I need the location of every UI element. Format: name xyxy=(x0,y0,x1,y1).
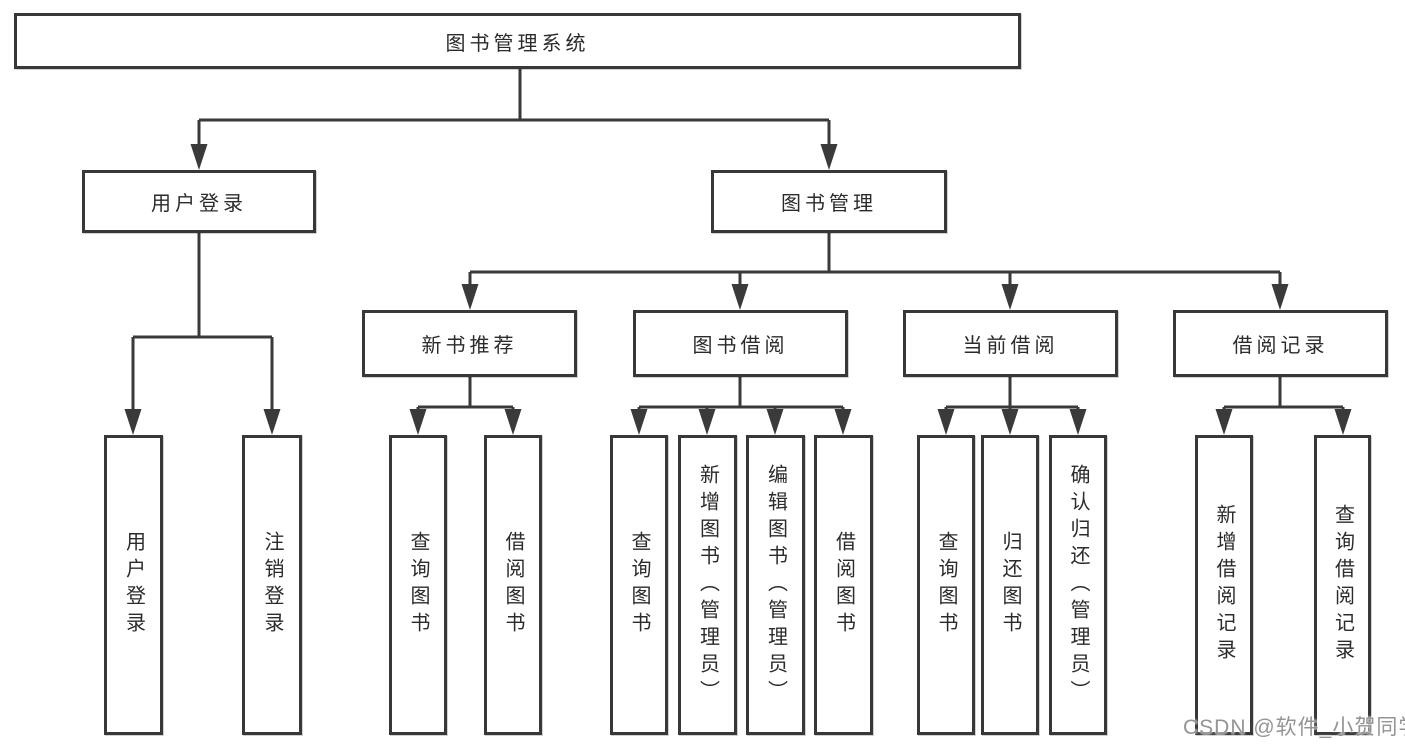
leaf-label: 查询图书 xyxy=(935,531,957,639)
arrowhead xyxy=(820,144,838,170)
leaf-query-books-current: 查询图书 xyxy=(917,435,975,735)
leaf-return-books: 归还图书 xyxy=(981,435,1039,735)
leaf-confirm-return-admin: 确认归还（管理员） xyxy=(1049,435,1107,735)
leaf-borrow-books-recommend: 借阅图书 xyxy=(484,435,542,735)
leaf-user-login: 用户登录 xyxy=(104,435,163,735)
node-current-borrowing: 当前借阅 xyxy=(903,310,1118,377)
arrowhead xyxy=(937,409,955,435)
connector-userlogin-to-leaves xyxy=(124,233,281,435)
watermark-text: CSDN @软件_小贺同学 xyxy=(1183,716,1405,739)
arrowhead xyxy=(1069,409,1087,435)
connector-records-to-leaves xyxy=(1215,377,1352,435)
arrowhead xyxy=(504,409,522,435)
leaf-label: 查询图书 xyxy=(628,531,650,639)
connector-bookmgmt-to-level3 xyxy=(461,233,1289,310)
connector-bookborrow-to-leaves xyxy=(630,377,852,435)
leaf-label: 查询图书 xyxy=(407,531,429,639)
connector-root-to-level2 xyxy=(190,69,838,170)
leaf-label: 新增借阅记录 xyxy=(1213,504,1235,666)
arrowhead xyxy=(263,409,281,435)
arrowhead xyxy=(1334,409,1352,435)
leaf-add-books-admin: 新增图书（管理员） xyxy=(678,435,737,735)
node-user-login: 用户登录 xyxy=(82,170,316,233)
arrowhead xyxy=(731,284,749,310)
arrowhead xyxy=(630,409,648,435)
arrowhead xyxy=(461,284,479,310)
node-new-book-recommendation: 新书推荐 xyxy=(362,310,577,377)
leaf-label: 用户登录 xyxy=(122,531,145,639)
leaf-edit-books-admin: 编辑图书（管理员） xyxy=(746,435,805,735)
leaf-label: 归还图书 xyxy=(999,531,1021,639)
leaf-logout-login: 注销登录 xyxy=(242,435,302,735)
node-library-system-root: 图书管理系统 xyxy=(14,13,1021,69)
leaf-label: 注销登录 xyxy=(261,531,283,639)
arrowhead xyxy=(409,409,427,435)
arrowhead xyxy=(1001,284,1019,310)
leaf-query-books-borrowing: 查询图书 xyxy=(610,435,668,735)
arrowhead xyxy=(698,409,716,435)
arrowhead xyxy=(124,409,142,435)
leaf-label: 借阅图书 xyxy=(502,531,524,639)
leaf-label: 借阅图书 xyxy=(832,531,855,639)
connector-currentborrow-to-leaves xyxy=(937,377,1087,435)
arrowhead xyxy=(1001,409,1019,435)
leaf-label: 查询借阅记录 xyxy=(1331,504,1354,666)
arrowhead xyxy=(766,409,784,435)
leaf-label: 确认归还（管理员） xyxy=(1067,463,1089,707)
connector-newbook-to-leaves xyxy=(409,377,522,435)
node-borrowing-records: 借阅记录 xyxy=(1173,310,1388,377)
arrowhead xyxy=(190,144,208,170)
arrowhead xyxy=(834,409,852,435)
leaf-query-borrow-record: 查询借阅记录 xyxy=(1314,435,1371,735)
node-book-management: 图书管理 xyxy=(711,170,947,233)
leaf-add-borrow-record: 新增借阅记录 xyxy=(1195,435,1253,735)
leaf-borrow-books-borrowing: 借阅图书 xyxy=(814,435,873,735)
leaf-label: 编辑图书（管理员） xyxy=(764,463,787,707)
node-book-borrowing: 图书借阅 xyxy=(633,310,848,377)
leaf-query-books-recommend: 查询图书 xyxy=(389,435,447,735)
arrowhead xyxy=(1271,284,1289,310)
leaf-label: 新增图书（管理员） xyxy=(696,463,719,707)
arrowhead xyxy=(1215,409,1233,435)
